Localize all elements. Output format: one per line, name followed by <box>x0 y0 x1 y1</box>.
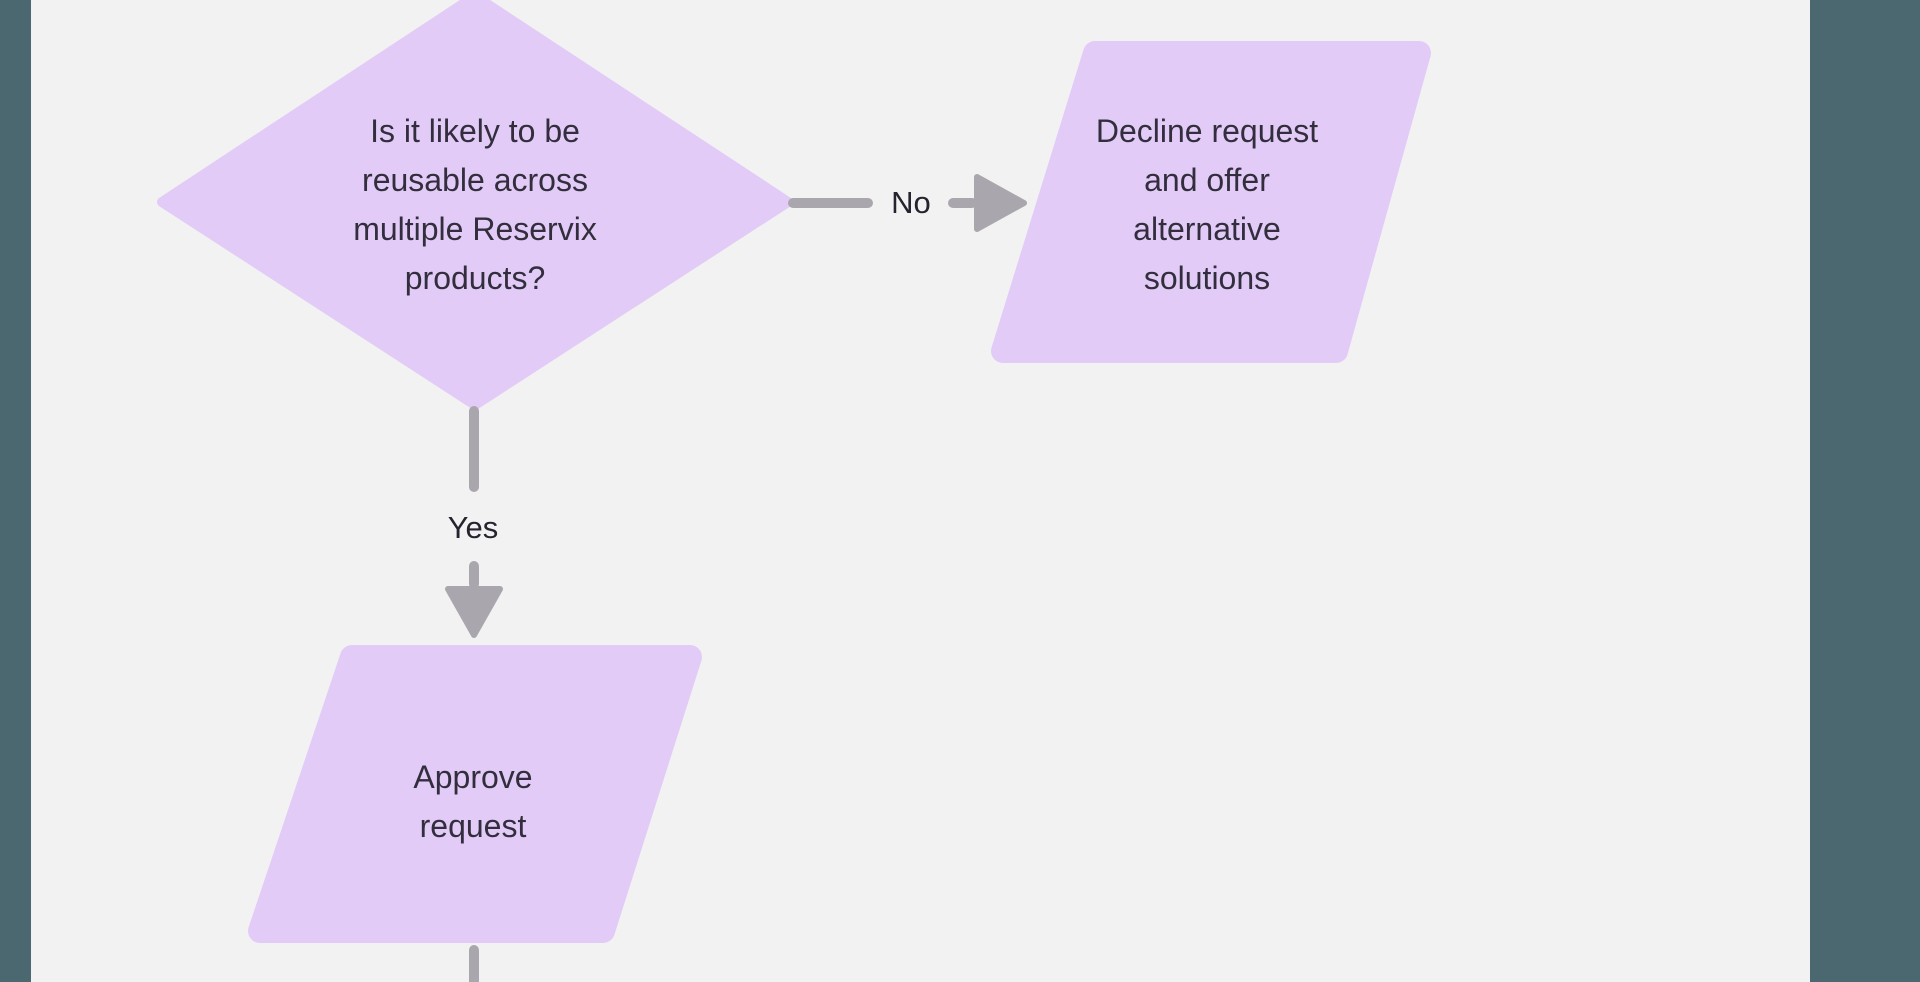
approve-node-shape-outline <box>248 645 702 943</box>
yes-edge-label[interactable]: Yes <box>447 510 499 545</box>
decision-node-text[interactable]: Is it likely to be reusable across multi… <box>353 113 597 296</box>
approve-node-text[interactable]: Approve request <box>413 759 533 844</box>
approve-node-shape[interactable] <box>260 657 690 931</box>
right-rail <box>1810 0 1920 982</box>
decline-node-shape[interactable] <box>1003 53 1419 351</box>
no-edge-label[interactable]: No <box>891 185 931 220</box>
no-edge-arrowhead-icon[interactable] <box>977 177 1024 229</box>
yes-edge-arrowhead-outline <box>445 586 503 638</box>
decline-node-shape-outline <box>991 41 1431 363</box>
decline-node-text[interactable]: Decline request and offer alternative so… <box>1095 113 1319 296</box>
decision-node-shape-outline <box>157 0 793 410</box>
no-edge-arrowhead-outline <box>974 174 1027 232</box>
yes-edge-arrowhead-icon[interactable] <box>448 589 500 635</box>
left-rail <box>0 0 31 982</box>
